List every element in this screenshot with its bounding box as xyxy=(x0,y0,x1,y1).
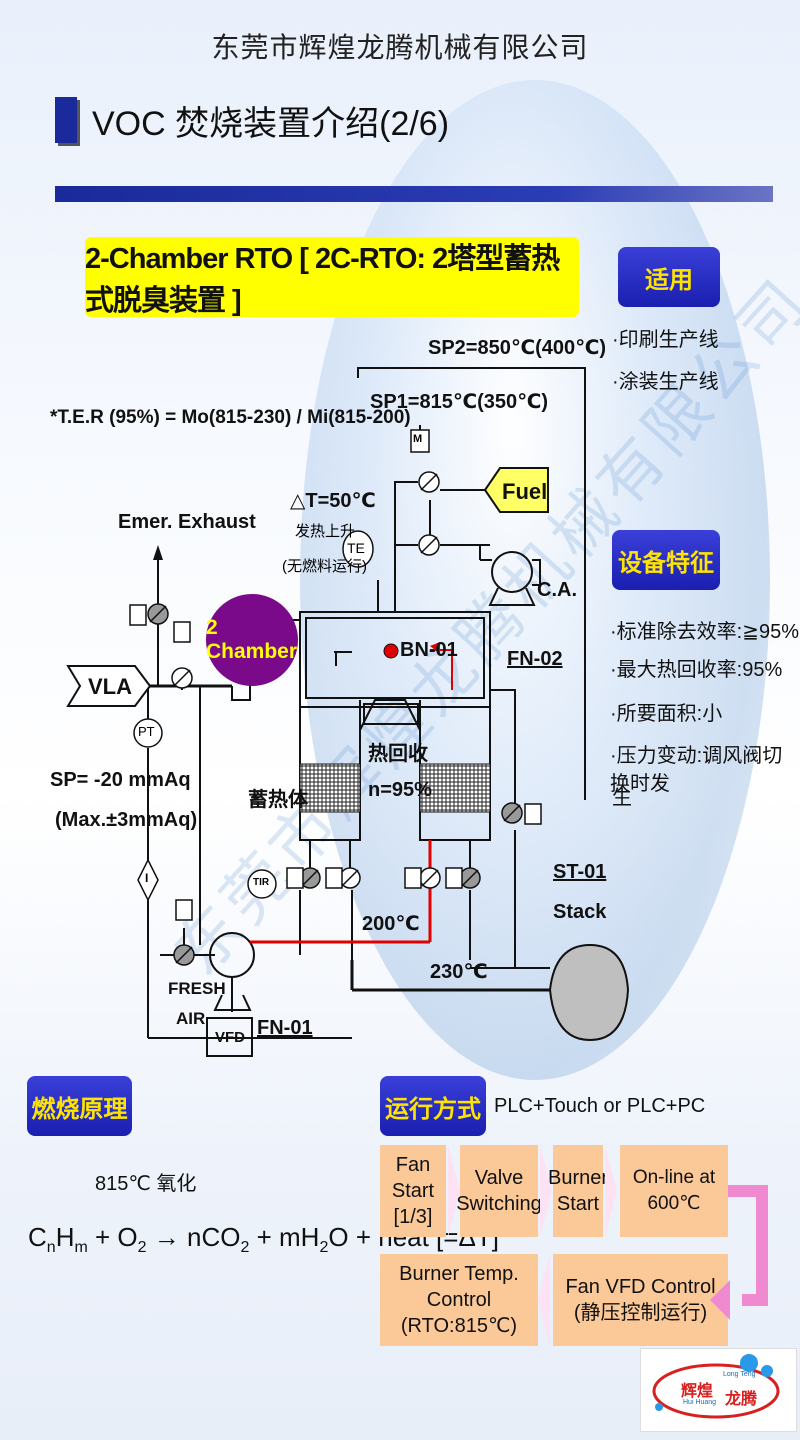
feature-item-3: ·所要面积:小 xyxy=(610,703,723,725)
title-bullet-icon xyxy=(55,97,77,143)
flow-step-fan-start: Fan Start [1/3] xyxy=(380,1145,446,1237)
sp2-label: SP2=850℃(400℃) xyxy=(428,337,606,359)
combustion-tag: 燃烧原理 xyxy=(27,1076,132,1136)
feature-tag: 设备特征 xyxy=(612,530,720,590)
rto-banner: 2-Chamber RTO [ 2C-RTO: 2塔型蓄热式脱臭装置 ] xyxy=(85,237,579,317)
feature-item-4: ·压力变动:调风阀切换时发 xyxy=(610,745,783,795)
regen-label: 蓄热体 xyxy=(248,789,308,811)
fuel-label: Fuel xyxy=(502,479,548,504)
logo-en-1: Long Teng xyxy=(723,1371,756,1378)
efficiency-label: n=95% xyxy=(368,779,432,801)
i-label: I xyxy=(145,871,149,885)
logo-cn-1: 辉煌 xyxy=(681,1383,714,1400)
company-name: 东莞市辉煌龙腾机械有限公司 xyxy=(211,31,589,64)
ca-label: C.A. xyxy=(537,579,577,601)
page-title: VOC 焚烧装置介绍(2/6) xyxy=(92,105,450,143)
heat-recovery-label: 热回收 xyxy=(368,743,428,765)
fn02-label: FN-02 xyxy=(507,648,563,670)
temp-230-label: 230℃ xyxy=(430,961,488,983)
motor-label: M xyxy=(413,433,423,445)
bn01-label: BN-01 xyxy=(400,639,458,661)
logo-en-2: Hui Huang xyxy=(683,1399,717,1406)
oxidation-label: 815℃ 氧化 xyxy=(95,1173,197,1195)
emer-exhaust-label: Emer. Exhaust xyxy=(118,511,256,533)
title-divider xyxy=(55,186,773,202)
temp-200-label: 200℃ xyxy=(362,913,420,935)
pressure-sp-label: SP= -20 mmAq xyxy=(50,769,191,791)
operation-tag: 运行方式 xyxy=(380,1076,486,1136)
flow-step-fan-vfd: Fan VFD Control (静压控制运行) xyxy=(553,1254,728,1346)
delta-t-label: △T=50℃ xyxy=(290,490,376,512)
ter-formula: *T.E.R (95%) = Mo(815-230) / Mi(815-200) xyxy=(50,407,411,428)
feature-item-1: ·标准除去效率:≧95% xyxy=(610,621,800,643)
company-logo: 辉煌 龙腾 Long Teng Hui Huang xyxy=(640,1348,797,1432)
apply-tag: 适用 xyxy=(618,247,720,307)
logo-ring-icon xyxy=(652,1354,780,1419)
no-fuel-label: (无燃料运行) xyxy=(282,558,367,575)
apply-item-1: ·印刷生产线 xyxy=(612,329,719,351)
air-label: AIR xyxy=(176,1009,206,1028)
flow-step-burner-start: Burner Start xyxy=(548,1145,608,1237)
feature-item-2: ·最大热回收率:95% xyxy=(610,659,783,681)
flow-step-burner-temp: Burner Temp. Control (RTO:815℃) xyxy=(380,1254,538,1346)
tir-label: TIR xyxy=(253,877,270,888)
pressure-max-label: (Max.±3mmAq) xyxy=(55,809,198,831)
two-chamber-badge: 2 Chamber xyxy=(206,594,298,686)
fn01-label: FN-01 xyxy=(257,1017,313,1039)
operation-mode: PLC+Touch or PLC+PC xyxy=(494,1095,706,1117)
combustion-equation: CnHm + O2 → nCO2 + mH2O + heat [=ΔT] xyxy=(28,1222,499,1257)
te-label: TE xyxy=(347,540,365,556)
st01-label: ST-01 xyxy=(553,861,607,883)
fresh-label: FRESH xyxy=(168,979,226,998)
flow-step-online: On-line at 600℃ xyxy=(620,1145,728,1237)
heat-rise-label: 发热上升 xyxy=(295,523,356,540)
pt-label: PT xyxy=(138,724,155,739)
feature-item-5: 生 xyxy=(612,787,632,809)
flow-arrows xyxy=(448,1145,768,1346)
vla-label: VLA xyxy=(88,674,132,699)
sp1-label: SP1=815℃(350℃) xyxy=(370,391,548,413)
vfd-label: VFD xyxy=(215,1029,245,1046)
apply-item-2: ·涂装生产线 xyxy=(612,371,719,393)
stack-label: Stack xyxy=(553,901,607,923)
logo-cn-2: 龙腾 xyxy=(725,1391,758,1408)
flow-step-valve-switching: Valve Switching xyxy=(456,1145,542,1237)
